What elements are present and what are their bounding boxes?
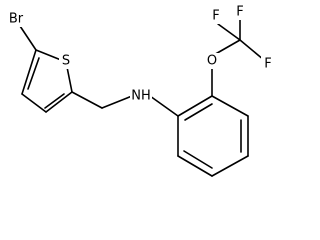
atom-nh-label: NH [131, 89, 151, 104]
molecule-structure: Br S NH O F F F [4, 4, 275, 177]
atom-br-label: Br [9, 12, 24, 27]
bond-c1-c2ar [177, 95, 213, 117]
atom-s: S [59, 53, 73, 69]
atom-o-label: O [207, 54, 217, 69]
atom-label-layer: Br S NH O F F F [4, 4, 275, 104]
bond-layer [19, 17, 265, 177]
bond-c2ar-c3ar [211, 95, 249, 117]
atom-o: O [204, 53, 220, 69]
atom-br: Br [4, 11, 28, 27]
bond-c4-c5-inner [27, 57, 40, 90]
atom-f-left-label: F [212, 9, 219, 24]
atom-f-right-label: F [264, 57, 271, 72]
atom-s-bg [59, 53, 73, 69]
bond-ch2-n [101, 95, 133, 109]
bond-c2-c3 [45, 91, 73, 113]
bond-c2-c3-inner [44, 93, 65, 109]
atom-f-right-bg [261, 56, 275, 72]
atom-f-top-bg [233, 4, 247, 20]
bond-c3-c4 [21, 93, 47, 113]
atom-s-label: S [62, 54, 70, 69]
atom-f-top-label: F [236, 5, 243, 20]
bond-c4-c5 [21, 49, 37, 95]
bond-c1-c2ar-inner [184, 103, 213, 121]
atom-f-right: F [261, 56, 275, 72]
atom-f-left: F [209, 8, 223, 24]
bond-c5ar-c6ar [177, 155, 213, 177]
atom-br-bg [4, 11, 28, 27]
bond-c-f-right [239, 39, 265, 61]
atom-o-bg [204, 53, 220, 69]
atom-nh: NH [130, 87, 152, 104]
bond-c4ar-c5ar [211, 155, 249, 177]
atom-f-top: F [233, 4, 247, 20]
atom-nh-bg [130, 87, 152, 104]
bond-c5ar-c6ar-inner [183, 150, 213, 169]
bond-n-c1 [149, 95, 179, 117]
bond-c2-ch2 [71, 91, 103, 109]
bond-c-f-left [217, 23, 241, 41]
atom-f-left-bg [209, 8, 223, 24]
bond-br-c5 [19, 25, 37, 51]
